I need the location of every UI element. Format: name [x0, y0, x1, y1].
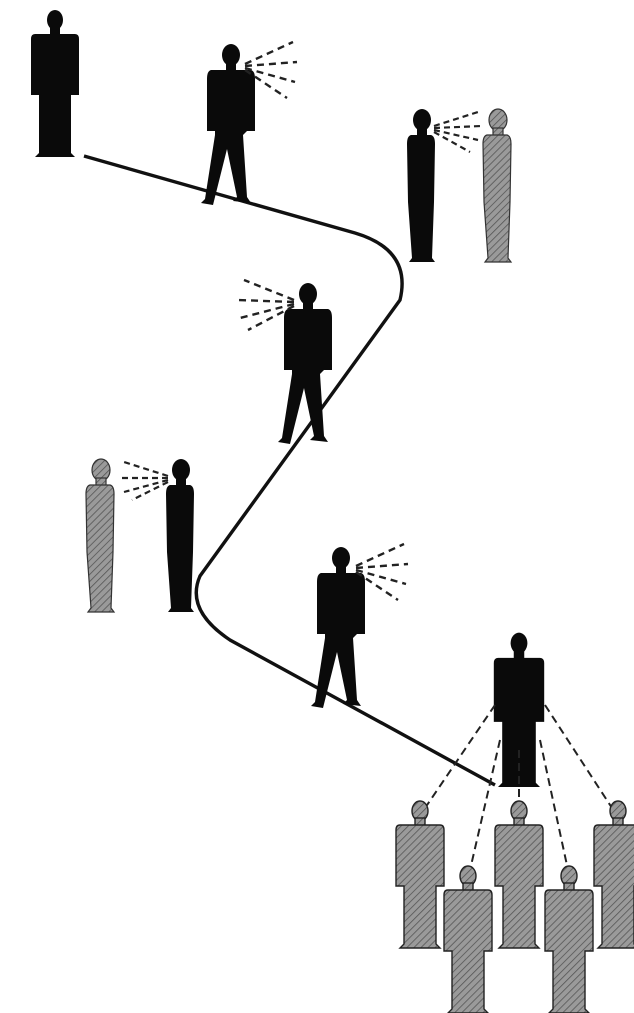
person-speaking-icon [238, 280, 332, 444]
person-speaking-icon [201, 42, 297, 205]
zigzag-path [84, 156, 495, 785]
person-listener-icon [86, 459, 114, 612]
person-listener-icon [483, 109, 511, 262]
audience-group-icon [396, 801, 634, 1013]
person-standing-icon [31, 10, 79, 157]
person-speaking-icon [311, 544, 408, 708]
person-speaking-icon [407, 109, 482, 262]
person-speaking-icon [120, 459, 194, 612]
